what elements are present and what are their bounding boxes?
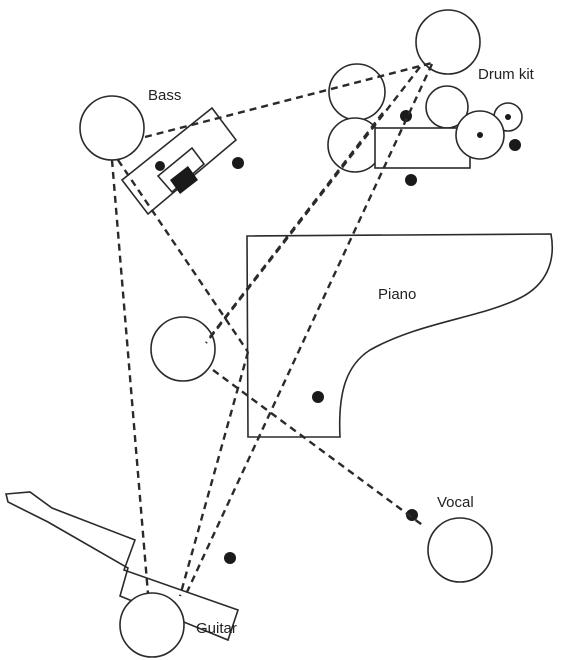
bass-label: Bass: [148, 87, 181, 104]
drum-kit-label: Drum kit: [478, 66, 535, 83]
guitar-label: Guitar: [196, 620, 237, 637]
drum-kit: [327, 63, 523, 186]
vocal-label: Vocal: [437, 494, 474, 511]
center-listener: [150, 316, 216, 382]
guitar-mic: [224, 552, 236, 564]
piano-label: Piano: [378, 286, 416, 303]
piano-mic: [312, 391, 324, 403]
sight-lines: [110, 61, 434, 597]
guitarist: [119, 592, 185, 658]
bass-mic: [232, 157, 244, 169]
vocalist: [427, 517, 493, 583]
guitar: [4, 491, 240, 642]
drummer: [415, 9, 481, 75]
piano-shape: [246, 233, 553, 438]
bass-cabinet: [120, 106, 238, 216]
bass-player: [79, 95, 145, 161]
vocal-mic: [406, 509, 418, 521]
